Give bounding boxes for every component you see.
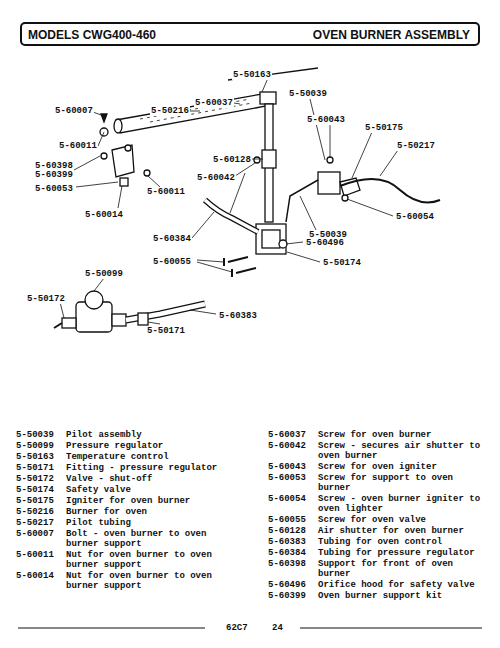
part-description: Screw for oven igniter [318, 462, 490, 472]
callout-number: 5-50175 [364, 123, 404, 133]
air-shutter [262, 150, 276, 168]
part-number: 5-50099 [16, 441, 54, 451]
part-number: 5-50175 [16, 496, 54, 506]
part-number: 5-50216 [16, 507, 54, 517]
part-number: 5-50039 [16, 430, 54, 440]
part-description: Nut for oven burner to oven burner suppo… [66, 550, 238, 570]
part-description: Tubing for oven control [318, 537, 490, 547]
part-description: Fitting - pressure regulator [66, 463, 238, 473]
part-number: 5-60399 [268, 591, 306, 601]
callout-number: 5-60055 [152, 257, 192, 267]
part-number: 5-60014 [16, 571, 54, 581]
part-description: Valve - shut-off [66, 474, 238, 484]
part-description: Air shutter for oven burner [318, 526, 490, 536]
part-description: Screw - oven burner igniter to oven ligh… [318, 494, 490, 514]
part-number: 5-50174 [16, 485, 54, 495]
callout-number: 5-60007 [54, 106, 94, 116]
part-number: 5-60128 [268, 526, 306, 536]
part-description: Burner for oven [66, 507, 238, 517]
part-description: Igniter for oven burner [66, 496, 238, 506]
callout-number: 5-50163 [232, 70, 272, 80]
part-number: 5-60496 [268, 580, 306, 590]
callout-number: 5-50217 [396, 141, 436, 151]
part-description: Screw for oven valve [318, 515, 490, 525]
callout-number: 5-60054 [395, 212, 435, 222]
header-text: OVEN BURNER ASSEMBLY [313, 28, 470, 42]
part-number: 5-50217 [16, 518, 54, 528]
part-number: 5-50163 [16, 452, 54, 462]
callout-number: 5-60496 [305, 238, 345, 248]
pilot-assembly [318, 172, 340, 194]
part-number: 5-60383 [268, 537, 306, 547]
burner-support [112, 145, 134, 177]
regulator-fitting [138, 313, 148, 325]
callout-number: 5-60399 [34, 170, 74, 180]
callout-number: 5-60011 [146, 187, 186, 197]
part-number: 5-60384 [268, 548, 306, 558]
callout-number: 5-50099 [84, 269, 124, 279]
part-description: Pilot tubing [66, 518, 238, 528]
part-description: Bolt - oven burner to oven burner suppor… [66, 529, 238, 549]
callout-number: 5-50171 [146, 326, 186, 336]
callout-number: 5-50172 [26, 294, 66, 304]
part-description: Temperature control [66, 452, 238, 462]
callout-number: 5-50039 [288, 89, 328, 99]
part-description: Orifice hood for safety valve [318, 580, 490, 590]
part-number: 5-60043 [268, 462, 306, 472]
part-description: Screw for support to oven burner [318, 473, 490, 493]
callout-number: 5-60043 [306, 115, 346, 125]
callout-number: 5-60383 [218, 311, 258, 321]
leader-lines [60, 78, 398, 324]
burner-tube [116, 94, 266, 133]
callout-number: 5-60014 [84, 210, 124, 220]
pilot-tubing [340, 179, 440, 203]
part-description: Support for front of oven burner [318, 559, 490, 579]
header-band: MODELS CWG400-460 OVEN BURNER ASSEMBLY [20, 22, 480, 46]
footer-text: 24 [272, 623, 283, 633]
part-description: Oven burner support kit [318, 591, 490, 601]
callout-number: 5-60042 [196, 173, 236, 183]
part-description: Screw for oven burner [318, 430, 490, 440]
callout-number: 5-60384 [152, 234, 192, 244]
part-description: Pressure regulator [66, 441, 238, 451]
header-text: MODELS CWG400-460 [28, 28, 156, 42]
footer-text: 62C7 [226, 623, 248, 633]
part-number: 5-60055 [268, 515, 306, 525]
part-description: Screw - secures air shutter to oven burn… [318, 441, 490, 461]
callout-number: 5-60037 [194, 98, 234, 108]
callout-number: 5-50174 [322, 258, 362, 268]
part-number: 5-60042 [268, 441, 306, 451]
safety-valve [256, 224, 286, 254]
part-number: 5-60398 [268, 559, 306, 569]
part-number: 5-60053 [268, 473, 306, 483]
callout-number: 5-60053 [34, 184, 74, 194]
callout-number: 5-60128 [212, 155, 252, 165]
shutoff-valve [62, 318, 76, 328]
part-description: Pilot assembly [66, 430, 238, 440]
part-number: 5-60007 [16, 529, 54, 539]
part-number: 5-50171 [16, 463, 54, 473]
part-number: 5-60054 [268, 494, 306, 504]
part-number: 5-60011 [16, 550, 54, 560]
part-number: 5-50172 [16, 474, 54, 484]
part-description: Nut for oven burner to oven burner suppo… [66, 571, 238, 591]
callout-number: 5-60011 [58, 141, 98, 151]
part-number: 5-60037 [268, 430, 306, 440]
part-description: Safety valve [66, 485, 238, 495]
callout-number: 5-50216 [150, 106, 190, 116]
part-description: Tubing for pressure regulator [318, 548, 490, 558]
capillary-line [228, 68, 318, 80]
